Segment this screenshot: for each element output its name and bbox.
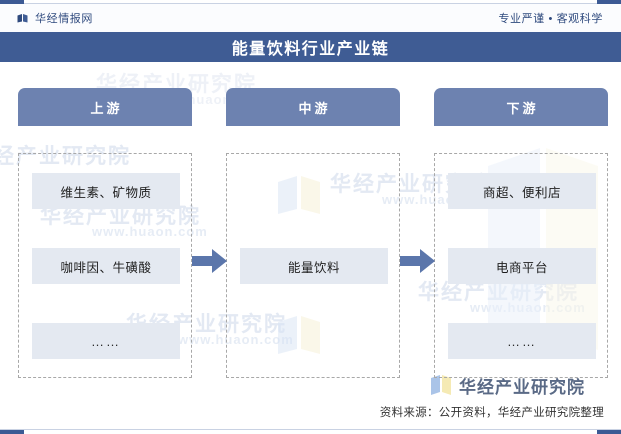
book-logo-icon — [428, 372, 454, 398]
chip-label: 能量饮料 — [287, 260, 340, 275]
column-header-label: 上游 — [90, 100, 123, 116]
chip-item[interactable]: 咖啡因、牛磺酸 — [32, 248, 180, 284]
column-header-downstream[interactable]: 下游 — [434, 88, 608, 126]
chip-item[interactable]: 电商平台 — [448, 248, 596, 284]
site-header: 华经情报网 专业严谨 • 客观科学 — [0, 4, 621, 32]
chip-label: 咖啡因、牛磺酸 — [60, 260, 152, 275]
right-arrow-icon — [192, 248, 228, 274]
page-title: 能量饮料行业产业链 — [231, 41, 390, 58]
column-header-label: 中游 — [298, 100, 331, 116]
value-chain-stage: 上游 维生素、矿物质 咖啡因、牛磺酸 …… 中游 能量饮料 — [0, 62, 621, 392]
chip-item-ellipsis[interactable]: …… — [448, 323, 596, 359]
chip-item[interactable]: 商超、便利店 — [448, 173, 596, 209]
chip-label: …… — [507, 333, 537, 349]
brand-name: 华经情报网 — [35, 13, 93, 25]
footer-logo: 华经产业研究院 — [428, 372, 585, 398]
top-divider — [0, 3, 621, 4]
top-accent-right — [597, 0, 621, 4]
bottom-accent-right — [597, 430, 621, 434]
top-accent-left — [0, 0, 24, 4]
bottom-accent-left — [0, 430, 24, 434]
chip-item[interactable]: 能量饮料 — [240, 248, 388, 284]
chip-label: 商超、便利店 — [482, 185, 561, 200]
source-note: 资料来源：公开资料，华经产业研究院整理 — [379, 407, 604, 419]
chip-label: 维生素、矿物质 — [60, 185, 152, 200]
chip-label: 电商平台 — [495, 260, 548, 275]
book-logo-icon — [16, 12, 29, 25]
column-header-midstream[interactable]: 中游 — [226, 88, 400, 126]
header-tagline: 专业严谨 • 客观科学 — [498, 13, 603, 25]
column-header-label: 下游 — [506, 100, 539, 116]
right-arrow-icon — [400, 248, 436, 274]
chip-item-ellipsis[interactable]: …… — [32, 323, 180, 359]
column-body-downstream: 商超、便利店 电商平台 …… — [434, 153, 608, 378]
column-body-upstream: 维生素、矿物质 咖啡因、牛磺酸 …… — [18, 153, 192, 378]
bottom-divider — [0, 429, 621, 430]
footer-logo-text: 华经产业研究院 — [459, 377, 585, 397]
column-body-midstream: 能量饮料 — [226, 153, 400, 378]
chip-label: …… — [91, 333, 121, 349]
brand[interactable]: 华经情报网 — [16, 10, 93, 26]
chip-item[interactable]: 维生素、矿物质 — [32, 173, 180, 209]
column-header-upstream[interactable]: 上游 — [18, 88, 192, 126]
chart-title-band: 能量饮料行业产业链 — [0, 32, 621, 62]
